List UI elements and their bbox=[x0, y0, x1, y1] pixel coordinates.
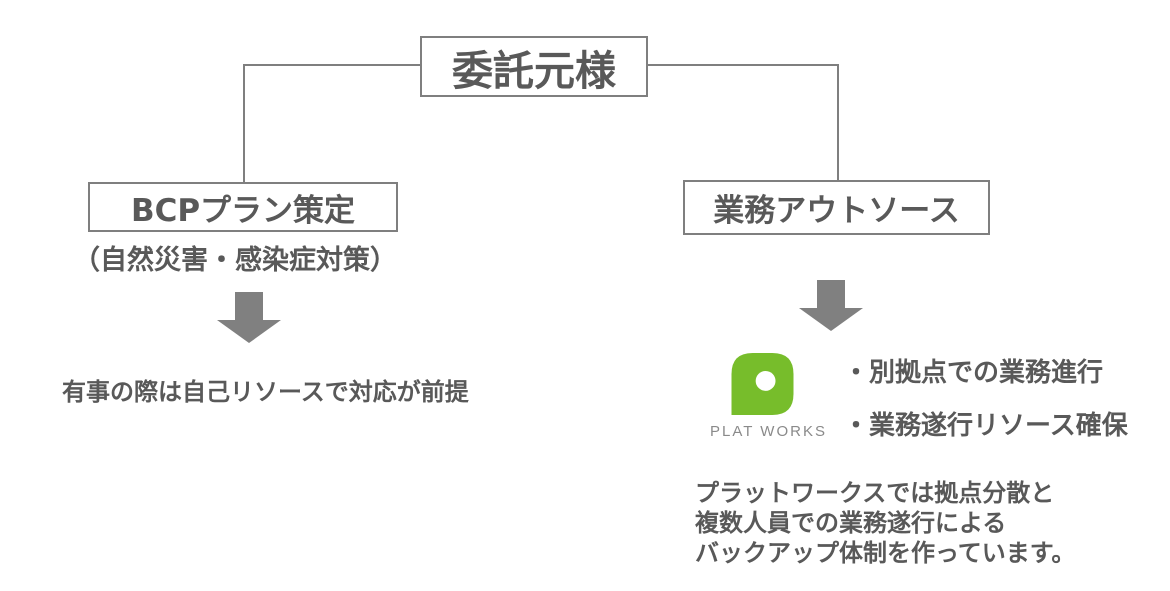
bcp-plan-box: BCPプラン策定 bbox=[88, 182, 398, 232]
down-arrow-stem bbox=[817, 280, 845, 308]
connector-left-horizontal bbox=[243, 64, 422, 66]
connector-right-vertical bbox=[837, 64, 839, 182]
connector-left-vertical bbox=[243, 64, 245, 184]
note-line: 複数人員での業務遂行による bbox=[695, 509, 1007, 537]
backup-note-paragraph: プラットワークスでは拠点分散と 複数人員での業務遂行による バックアップ体制を作… bbox=[695, 478, 1075, 568]
down-arrow-head bbox=[799, 308, 863, 331]
bullet-item: ・別拠点での業務進行 bbox=[843, 358, 1104, 388]
note-line: プラットワークスでは拠点分散と bbox=[695, 479, 1055, 507]
down-arrow-stem bbox=[235, 292, 263, 320]
down-arrow-icon bbox=[799, 280, 863, 331]
bcp-plan-label: BCPプラン策定 bbox=[130, 192, 356, 229]
note-line: バックアップ体制を作っています。 bbox=[695, 539, 1076, 567]
connector-right-horizontal bbox=[646, 64, 839, 66]
bcp-plan-caption: （自然災害・感染症対策） bbox=[73, 245, 397, 276]
outsource-box: 業務アウトソース bbox=[683, 180, 990, 235]
client-root-box: 委託元様 bbox=[420, 36, 648, 97]
left-branch-result-text: 有事の際は自己リソースで対応が前提 bbox=[62, 378, 469, 406]
platworks-wordmark: PLAT WORKS bbox=[710, 423, 827, 440]
outsource-bullet-list: ・別拠点での業務進行 ・業務遂行リソース確保 bbox=[843, 352, 1128, 442]
platworks-logo-icon bbox=[731, 353, 794, 415]
down-arrow-icon bbox=[217, 292, 281, 343]
outsource-label: 業務アウトソース bbox=[713, 193, 960, 229]
client-root-label: 委託元様 bbox=[452, 46, 616, 95]
down-arrow-head bbox=[217, 320, 281, 343]
bullet-item: ・業務遂行リソース確保 bbox=[843, 411, 1128, 441]
